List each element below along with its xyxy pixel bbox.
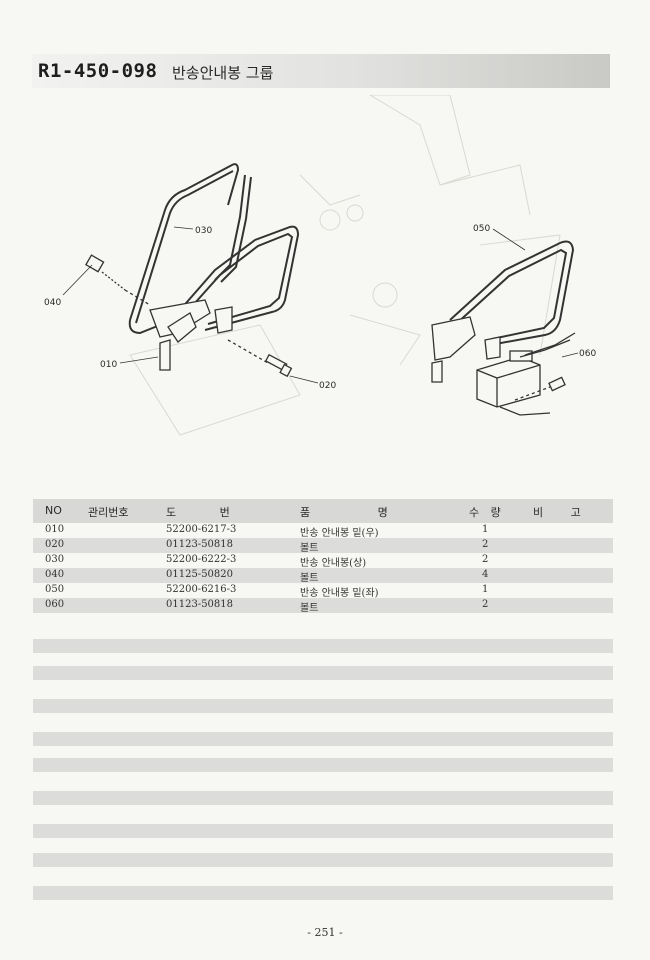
row-drawing-number: 52200-6217-3 — [166, 524, 237, 535]
bolt-020-drawing — [227, 339, 293, 378]
row-part-name: 볼트 — [300, 603, 319, 614]
row-drawing-number: 52200-6222-3 — [166, 554, 237, 565]
part-group-name: 반송안내봉 그룹 — [172, 64, 274, 82]
header-part-name: 품 명 — [300, 506, 388, 519]
empty-table-band — [33, 824, 613, 838]
row-quantity: 2 — [482, 539, 489, 550]
empty-table-band — [33, 886, 613, 900]
empty-table-band — [33, 791, 613, 805]
parts-table: NO 관리번호 도 번 품 명 수 량 비 고 010 52200-6217-3… — [33, 499, 613, 614]
row-quantity: 2 — [482, 554, 489, 565]
empty-table-band — [33, 853, 613, 867]
row-no: 040 — [45, 569, 65, 580]
row-no: 050 — [45, 584, 65, 595]
callout-030: 030 — [195, 226, 212, 236]
part-group-code: R1-450-098 — [38, 60, 158, 82]
page-number: - 251 - — [307, 926, 343, 939]
row-part-name: 반송 안내봉(상) — [300, 558, 367, 569]
callout-040: 040 — [44, 298, 61, 308]
row-quantity: 1 — [482, 524, 489, 535]
table-row: 040 01125-50820 볼트 4 — [33, 568, 613, 584]
row-part-name: 반송 안내봉 밑(우) — [300, 528, 379, 539]
row-no: 020 — [45, 539, 65, 550]
header-remarks: 비 고 — [533, 506, 581, 519]
empty-table-band — [33, 639, 613, 653]
table-row: 020 01123-50818 볼트 2 — [33, 538, 613, 554]
row-drawing-number: 01125-50820 — [166, 569, 234, 580]
bracket-left-base — [431, 316, 501, 383]
table-row: 060 01123-50818 볼트 2 — [33, 598, 613, 614]
row-no: 030 — [45, 554, 65, 565]
empty-table-band — [33, 699, 613, 713]
bracket-right-base — [149, 299, 233, 371]
header-management-number: 관리번호 — [88, 506, 129, 519]
switch-box-assembly — [476, 332, 576, 416]
table-row: 030 52200-6222-3 반송 안내봉(상) 2 — [33, 553, 613, 569]
empty-table-band — [33, 758, 613, 772]
header-drawing-number: 도 번 — [166, 506, 230, 519]
parts-table-header: NO 관리번호 도 번 품 명 수 량 비 고 — [33, 499, 613, 523]
callout-010: 010 — [100, 360, 117, 370]
row-no: 060 — [45, 599, 65, 610]
header-no: NO — [45, 504, 62, 517]
row-quantity: 4 — [482, 569, 489, 580]
row-part-name: 반송 안내봉 밑(좌) — [300, 588, 379, 599]
empty-table-band — [33, 732, 613, 746]
callout-leaders — [62, 226, 579, 384]
guide-rod-left-side — [449, 240, 575, 346]
title-bar: R1-450-098 반송안내봉 그룹 — [32, 54, 610, 88]
table-row: 050 52200-6216-3 반송 안내봉 밑(좌) 1 — [33, 583, 613, 599]
bolt-040-drawing — [85, 254, 151, 306]
header-quantity: 수 량 — [469, 506, 501, 519]
row-quantity: 2 — [482, 599, 489, 610]
callout-060: 060 — [579, 349, 596, 359]
row-drawing-number: 01123-50818 — [166, 539, 234, 550]
row-part-name: 볼트 — [300, 573, 319, 584]
row-part-name: 볼트 — [300, 543, 319, 554]
diagram-svg: 030 040 010 020 050 060 — [44, 95, 596, 436]
guide-rod-lower-left — [179, 225, 300, 331]
row-drawing-number: 01123-50818 — [166, 599, 234, 610]
exploded-parts-diagram: 030 040 010 020 050 060 — [0, 95, 650, 485]
table-row: 010 52200-6217-3 반송 안내봉 밑(우) 1 — [33, 523, 613, 539]
row-drawing-number: 52200-6216-3 — [166, 584, 237, 595]
row-quantity: 1 — [482, 584, 489, 595]
empty-table-band — [33, 666, 613, 680]
row-no: 010 — [45, 524, 65, 535]
callout-020: 020 — [319, 381, 336, 391]
bleed-through-art — [129, 95, 561, 436]
callout-050: 050 — [473, 224, 490, 234]
